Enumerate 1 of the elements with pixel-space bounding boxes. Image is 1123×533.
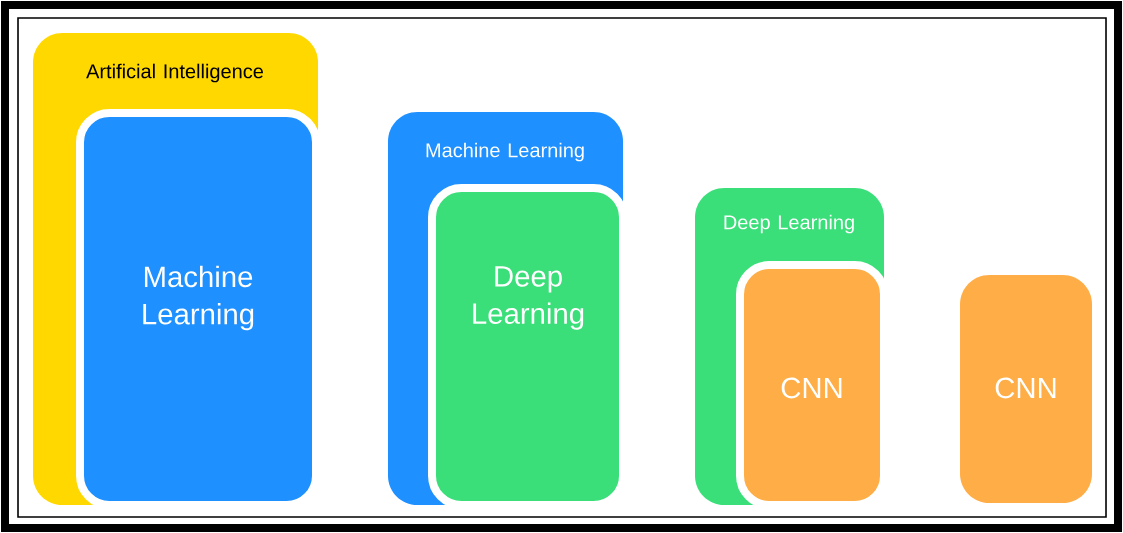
- rounded-box: CNN: [960, 275, 1092, 503]
